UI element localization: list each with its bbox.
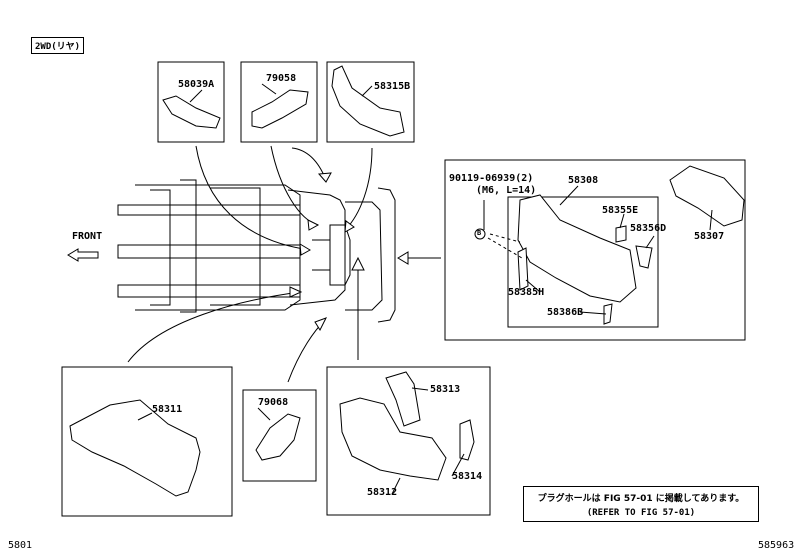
front-label: FRONT (72, 231, 103, 242)
arrow-58315B-b (344, 147, 373, 231)
part-58039A-drawing (162, 95, 221, 129)
part-58307-drawing (669, 165, 745, 227)
part-58039A-label: 58039A (178, 79, 215, 90)
underbody-overview (117, 179, 396, 323)
part-58313-label: 58313 (430, 384, 461, 395)
part-58356D-drawing (635, 245, 653, 269)
part-90119-spec: (M6, L=14) (476, 185, 537, 196)
part-79068-drawing (255, 413, 301, 461)
box-79068 (242, 389, 317, 482)
part-58308-label: 58308 (568, 175, 599, 186)
bolt-marker-letter: B (477, 229, 482, 237)
front-arrow (67, 248, 99, 262)
arrow-58039A (195, 145, 311, 251)
drive-type-tag: 2WD(リヤ) (31, 37, 85, 54)
bolt-marker-circle (474, 228, 486, 240)
part-58386B-drawing (603, 303, 613, 325)
arrow-58311 (127, 291, 301, 363)
note-japanese: プラグホールは FIG 57-01 に掲載してあります。 (537, 494, 745, 504)
box-58311 (61, 366, 233, 517)
box-58315B (326, 61, 415, 143)
box-58308-group (444, 159, 746, 341)
part-58308-drawing (517, 194, 637, 303)
note-english: (REFER TO FIG 57-01) (586, 508, 696, 518)
part-58312-label: 58312 (367, 487, 398, 498)
footer-left-code: 5801 (8, 540, 33, 551)
part-58355E-drawing (615, 225, 627, 243)
part-58307-label: 58307 (694, 231, 725, 242)
reference-note: プラグホールは FIG 57-01 に掲載してあります。 (REFER TO F… (523, 486, 759, 522)
part-58311-drawing (69, 399, 201, 497)
part-58356D-label: 58356D (630, 223, 667, 234)
box-58039A (157, 61, 225, 143)
part-79058-drawing (251, 89, 309, 129)
part-58315B-drawing (331, 65, 405, 137)
box-79058 (240, 61, 318, 143)
part-58355E-label: 58355E (602, 205, 639, 216)
part-79058-label: 79058 (266, 73, 297, 84)
part-58313-drawing (385, 371, 421, 427)
part-58385H-drawing (517, 247, 529, 291)
part-58311-label: 58311 (152, 404, 183, 415)
part-58312-drawing (339, 397, 447, 481)
part-58386B-label: 58386B (547, 307, 584, 318)
box-58312-group (326, 366, 491, 516)
part-58385H-label: 58385H (508, 287, 545, 298)
part-79068-label: 79068 (258, 397, 289, 408)
part-58314-label: 58314 (452, 471, 483, 482)
box-58308-inner (507, 196, 659, 328)
part-58314-drawing (459, 419, 475, 461)
part-58315B-label: 58315B (374, 81, 411, 92)
footer-right-code: 585963 (758, 540, 795, 551)
part-90119-label: 90119-06939(2) (449, 173, 534, 184)
